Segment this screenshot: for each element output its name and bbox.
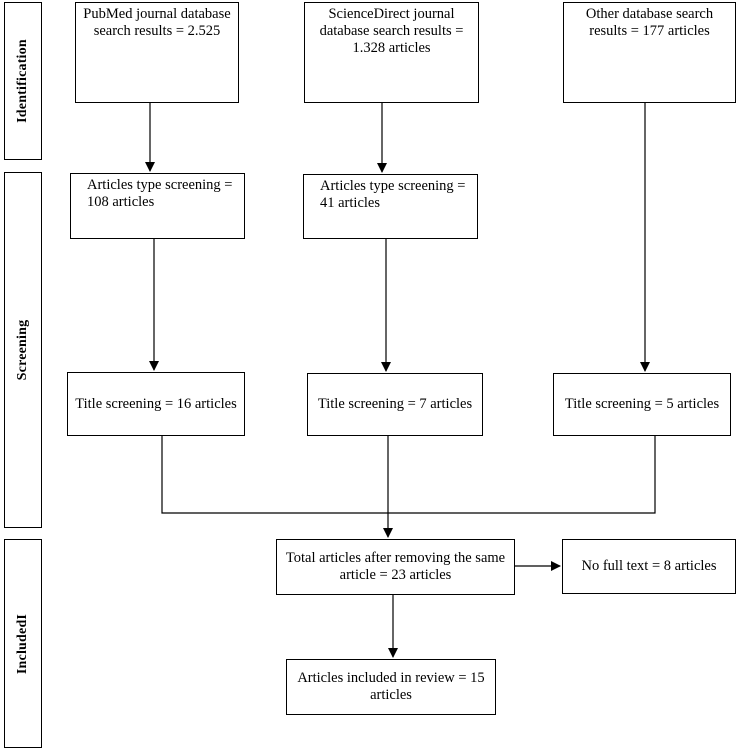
pubmed-title-screening-box: Title screening = 16 articles xyxy=(67,372,245,436)
sciencedirect-title-screening-box: Title screening = 7 articles xyxy=(307,373,483,436)
sciencedirect-type-screening-text: Articles type screening = 41 articles xyxy=(320,178,466,211)
stage-identification: Identification xyxy=(4,2,42,160)
merge-line xyxy=(161,435,656,514)
sciencedirect-type-screening-box: Articles type screening = 41 articles xyxy=(303,174,478,239)
included-in-review-text: Articles included in review = 15 article… xyxy=(297,670,485,703)
pubmed-title-screening-text: Title screening = 16 articles xyxy=(75,395,237,412)
pubmed-type-screening-box: Articles type screening = 108 articles xyxy=(70,173,245,239)
sciencedirect-search-box: ScienceDirect journal database search re… xyxy=(304,2,479,103)
other-title-screening-box: Title screening = 5 articles xyxy=(553,373,731,436)
sciencedirect-search-text: ScienceDirect journal database search re… xyxy=(319,6,464,56)
pubmed-type-screening-text: Articles type screening = 108 articles xyxy=(87,177,233,210)
no-full-text-box: No full text = 8 articles xyxy=(562,539,736,594)
total-after-dedup-box: Total articles after removing the same a… xyxy=(276,539,515,595)
other-title-screening-text: Title screening = 5 articles xyxy=(564,396,720,412)
stage-included: IncludedI xyxy=(4,539,42,748)
sciencedirect-title-screening-text: Title screening = 7 articles xyxy=(317,396,473,412)
included-in-review-box: Articles included in review = 15 article… xyxy=(286,659,496,715)
other-search-box: Other database search results = 177 arti… xyxy=(563,2,736,103)
other-search-text: Other database search results = 177 arti… xyxy=(585,6,714,39)
pubmed-search-text: PubMed journal database search results =… xyxy=(83,6,231,39)
stage-screening: Screening xyxy=(4,172,42,528)
total-after-dedup-text: Total articles after removing the same a… xyxy=(285,550,506,583)
no-full-text-text: No full text = 8 articles xyxy=(581,558,717,574)
pubmed-search-box: PubMed journal database search results =… xyxy=(75,2,239,103)
